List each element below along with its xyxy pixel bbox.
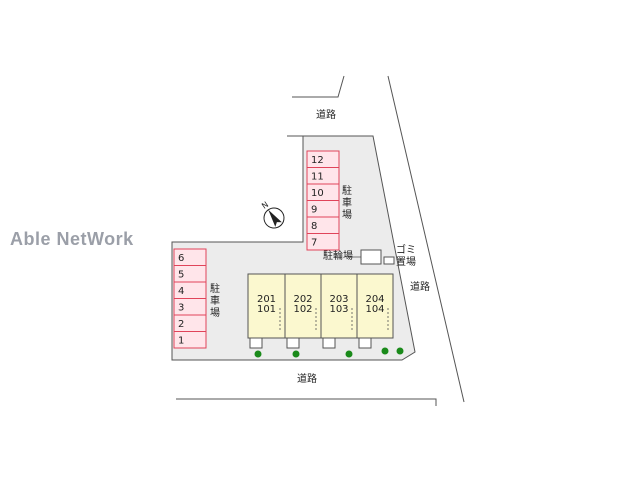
unit-block [247,273,286,339]
tree [345,350,353,358]
unit-number-lower: 103 [329,304,348,315]
parking-slot-number: 7 [311,238,317,249]
tree [292,350,300,358]
garbage-area-label: ゴミ置場 [396,245,416,268]
parking-slot-number: 12 [311,155,324,166]
parking-slot-number: 4 [178,286,184,297]
unit-number-upper: 202 [293,294,312,305]
north-arrow-icon: N [260,200,285,229]
parking-slot-number: 2 [178,319,184,330]
unit-number-upper: 203 [329,294,348,305]
svg-text:N: N [260,200,270,211]
unit-number-lower: 101 [257,304,276,315]
tree [396,347,404,355]
road-label-right: 道路 [410,282,430,293]
garbage-area [383,256,395,265]
bicycle-parking [360,249,382,265]
parking-slot-number: 11 [311,172,324,183]
parking-slot-number: 9 [311,205,317,216]
unit-number-lower: 102 [293,304,312,315]
road-line-right [387,75,465,403]
road-line-bottom [176,398,437,406]
parking-slot [173,331,207,349]
parking-slot [306,233,340,251]
parking-label-upper: 駐車場 [342,186,352,221]
unit-entrance [249,337,263,349]
parking-slot-number: 6 [178,253,184,264]
parking-slot-number: 8 [311,221,317,232]
bicycle-parking-label: 駐輪場 [323,251,353,262]
unit-block [284,273,322,339]
parking-slot-number: 1 [178,336,184,347]
road-line-top [292,75,345,98]
unit-entrance [322,337,336,349]
trees [254,347,404,358]
parking-area-upper: 12 11 10 9 8 7 [306,150,340,251]
road-label-bottom: 道路 [297,374,317,385]
parking-slot-number: 5 [178,270,184,281]
road-label-top: 道路 [316,110,336,121]
unit-entrance [286,337,300,349]
parking-slot-number: 10 [311,188,324,199]
parking-slot-number: 3 [178,303,184,314]
parking-area-lower: 6 5 4 3 2 1 [173,248,207,349]
parking-label-lower: 駐車場 [210,284,220,319]
tree [254,350,262,358]
unit-entrance [358,337,372,349]
unit-block [356,273,394,339]
unit-number-lower: 104 [365,304,384,315]
tree [381,347,389,355]
watermark-logo: Able NetWork [10,229,134,249]
unit-number-upper: 204 [365,294,384,305]
unit-number-upper: 201 [257,294,276,305]
